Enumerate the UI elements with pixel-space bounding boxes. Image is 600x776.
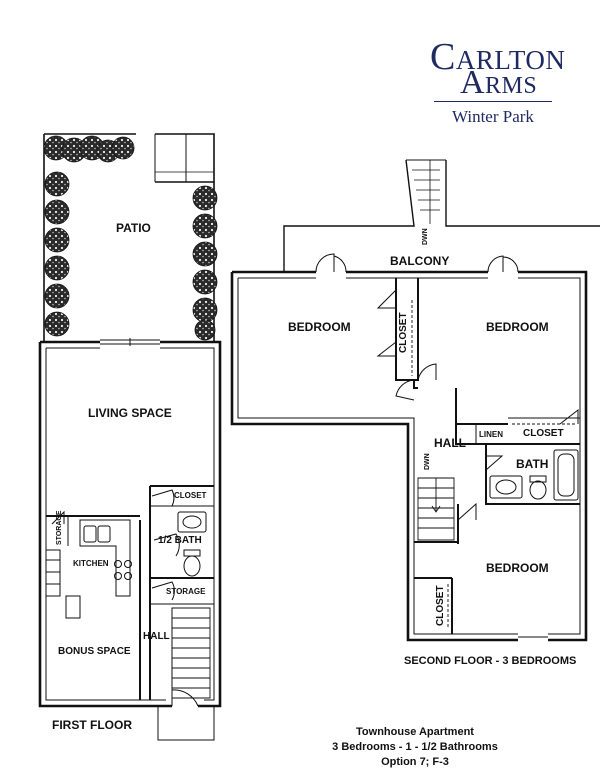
first-floor-title: FIRST FLOOR — [52, 718, 132, 732]
caption-line-1: Townhouse Apartment — [356, 726, 474, 738]
front-entry-step — [157, 706, 215, 741]
balcony-doors — [315, 253, 519, 273]
patio-sliding-door — [100, 338, 160, 346]
brand-arms: Arms — [460, 64, 538, 101]
label-pantry-storage: STORAGE — [56, 510, 63, 546]
second-floor-stairs — [417, 477, 455, 541]
label-linen: LINEN — [479, 430, 503, 439]
label-bath: BATH — [516, 457, 549, 471]
label-second-floor-hall: HALL — [434, 436, 466, 450]
shrub-row-left — [44, 171, 70, 337]
patio-area — [43, 133, 215, 342]
label-patio: PATIO — [116, 221, 151, 235]
brand-carlton: Carlton — [430, 36, 566, 78]
bath-fixtures — [489, 449, 579, 501]
label-storage-under-stairs: STORAGE — [166, 587, 206, 596]
second-floor-exterior-walls — [230, 270, 588, 642]
label-closet-bottom: CLOSET — [435, 585, 446, 626]
brand-divider — [434, 101, 552, 102]
label-half-bath: 1/2 BATH — [158, 535, 202, 546]
first-floor-stairs — [171, 607, 211, 699]
label-bedroom-left: BEDROOM — [288, 320, 351, 334]
closet-fronts — [411, 300, 576, 628]
label-kitchen: KITCHEN — [73, 559, 109, 568]
second-floor-interior-walls — [395, 278, 580, 634]
label-first-floor-hall: HALL — [143, 631, 170, 642]
caption-line-2: 3 Bedrooms - 1 - 1/2 Bathrooms — [332, 741, 498, 753]
label-balcony-stairs-down: DWN — [422, 228, 429, 245]
second-floor-plan — [230, 159, 600, 642]
first-floor-doors — [51, 489, 199, 707]
shrub-row-top — [43, 135, 135, 163]
caption-line-3: Option 7; F-3 — [381, 756, 449, 768]
brand-location: Winter Park — [452, 107, 534, 126]
label-hall-stairs-down: DWN — [424, 453, 431, 470]
label-closet-center: CLOSET — [398, 312, 409, 353]
shrub-row-right — [192, 185, 218, 341]
label-bedroom-right: BEDROOM — [486, 320, 549, 334]
half-bath-fixtures — [177, 511, 207, 577]
kitchen-fixtures — [45, 519, 141, 630]
label-living-space: LIVING SPACE — [88, 406, 172, 420]
label-bonus-space: BONUS SPACE — [58, 646, 131, 657]
label-closet-right: CLOSET — [523, 428, 564, 439]
label-first-floor-closet: CLOSET — [174, 491, 207, 500]
first-floor-exterior-walls — [38, 340, 222, 708]
first-floor-plan — [38, 133, 222, 741]
balcony-area — [283, 159, 600, 272]
label-balcony: BALCONY — [390, 254, 450, 268]
second-floor-doors — [376, 289, 579, 521]
second-floor-title: SECOND FLOOR - 3 BEDROOMS — [404, 655, 577, 667]
label-bedroom-bottom: BEDROOM — [486, 561, 549, 575]
